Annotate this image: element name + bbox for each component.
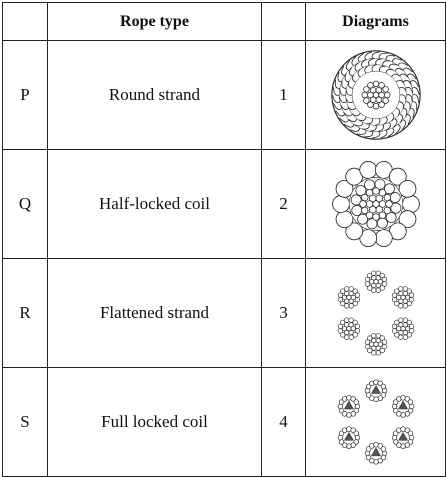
large-circles-ring-section-icon	[331, 161, 420, 247]
table-row: R Flattened strand 3	[2, 258, 446, 368]
row-diagram-cell	[305, 40, 446, 150]
row-letter: R	[2, 258, 48, 368]
row-letter: Q	[2, 149, 48, 259]
header-diagrams: Diagrams	[305, 2, 446, 41]
table-header-row: Rope type Diagrams	[2, 2, 446, 41]
header-blank-1	[2, 2, 48, 41]
row-diagram-cell	[305, 149, 446, 259]
row-letter: S	[2, 367, 48, 477]
row-number: 3	[261, 258, 306, 368]
row-diagram-cell	[305, 367, 446, 477]
row-number: 2	[261, 149, 306, 259]
row-rope-type: Full locked coil	[47, 367, 262, 477]
row-number: 4	[261, 367, 306, 477]
row-rope-type: Flattened strand	[47, 258, 262, 368]
row-diagram-cell	[305, 258, 446, 368]
row-number: 1	[261, 40, 306, 150]
six-strand-clusters-icon	[337, 270, 414, 356]
concentric-curved-wire-section-icon	[330, 50, 421, 140]
row-letter: P	[2, 40, 48, 150]
header-rope-type: Rope type	[47, 2, 262, 41]
table-row: S Full locked coil 4	[2, 367, 446, 477]
table-row: P Round strand 1	[2, 40, 446, 150]
row-rope-type: Half-locked coil	[47, 149, 262, 259]
row-rope-type: Round strand	[47, 40, 262, 150]
table-row: Q Half-locked coil 2	[2, 149, 446, 259]
header-blank-2	[261, 2, 306, 41]
six-triangular-strand-clusters-icon	[337, 379, 414, 465]
